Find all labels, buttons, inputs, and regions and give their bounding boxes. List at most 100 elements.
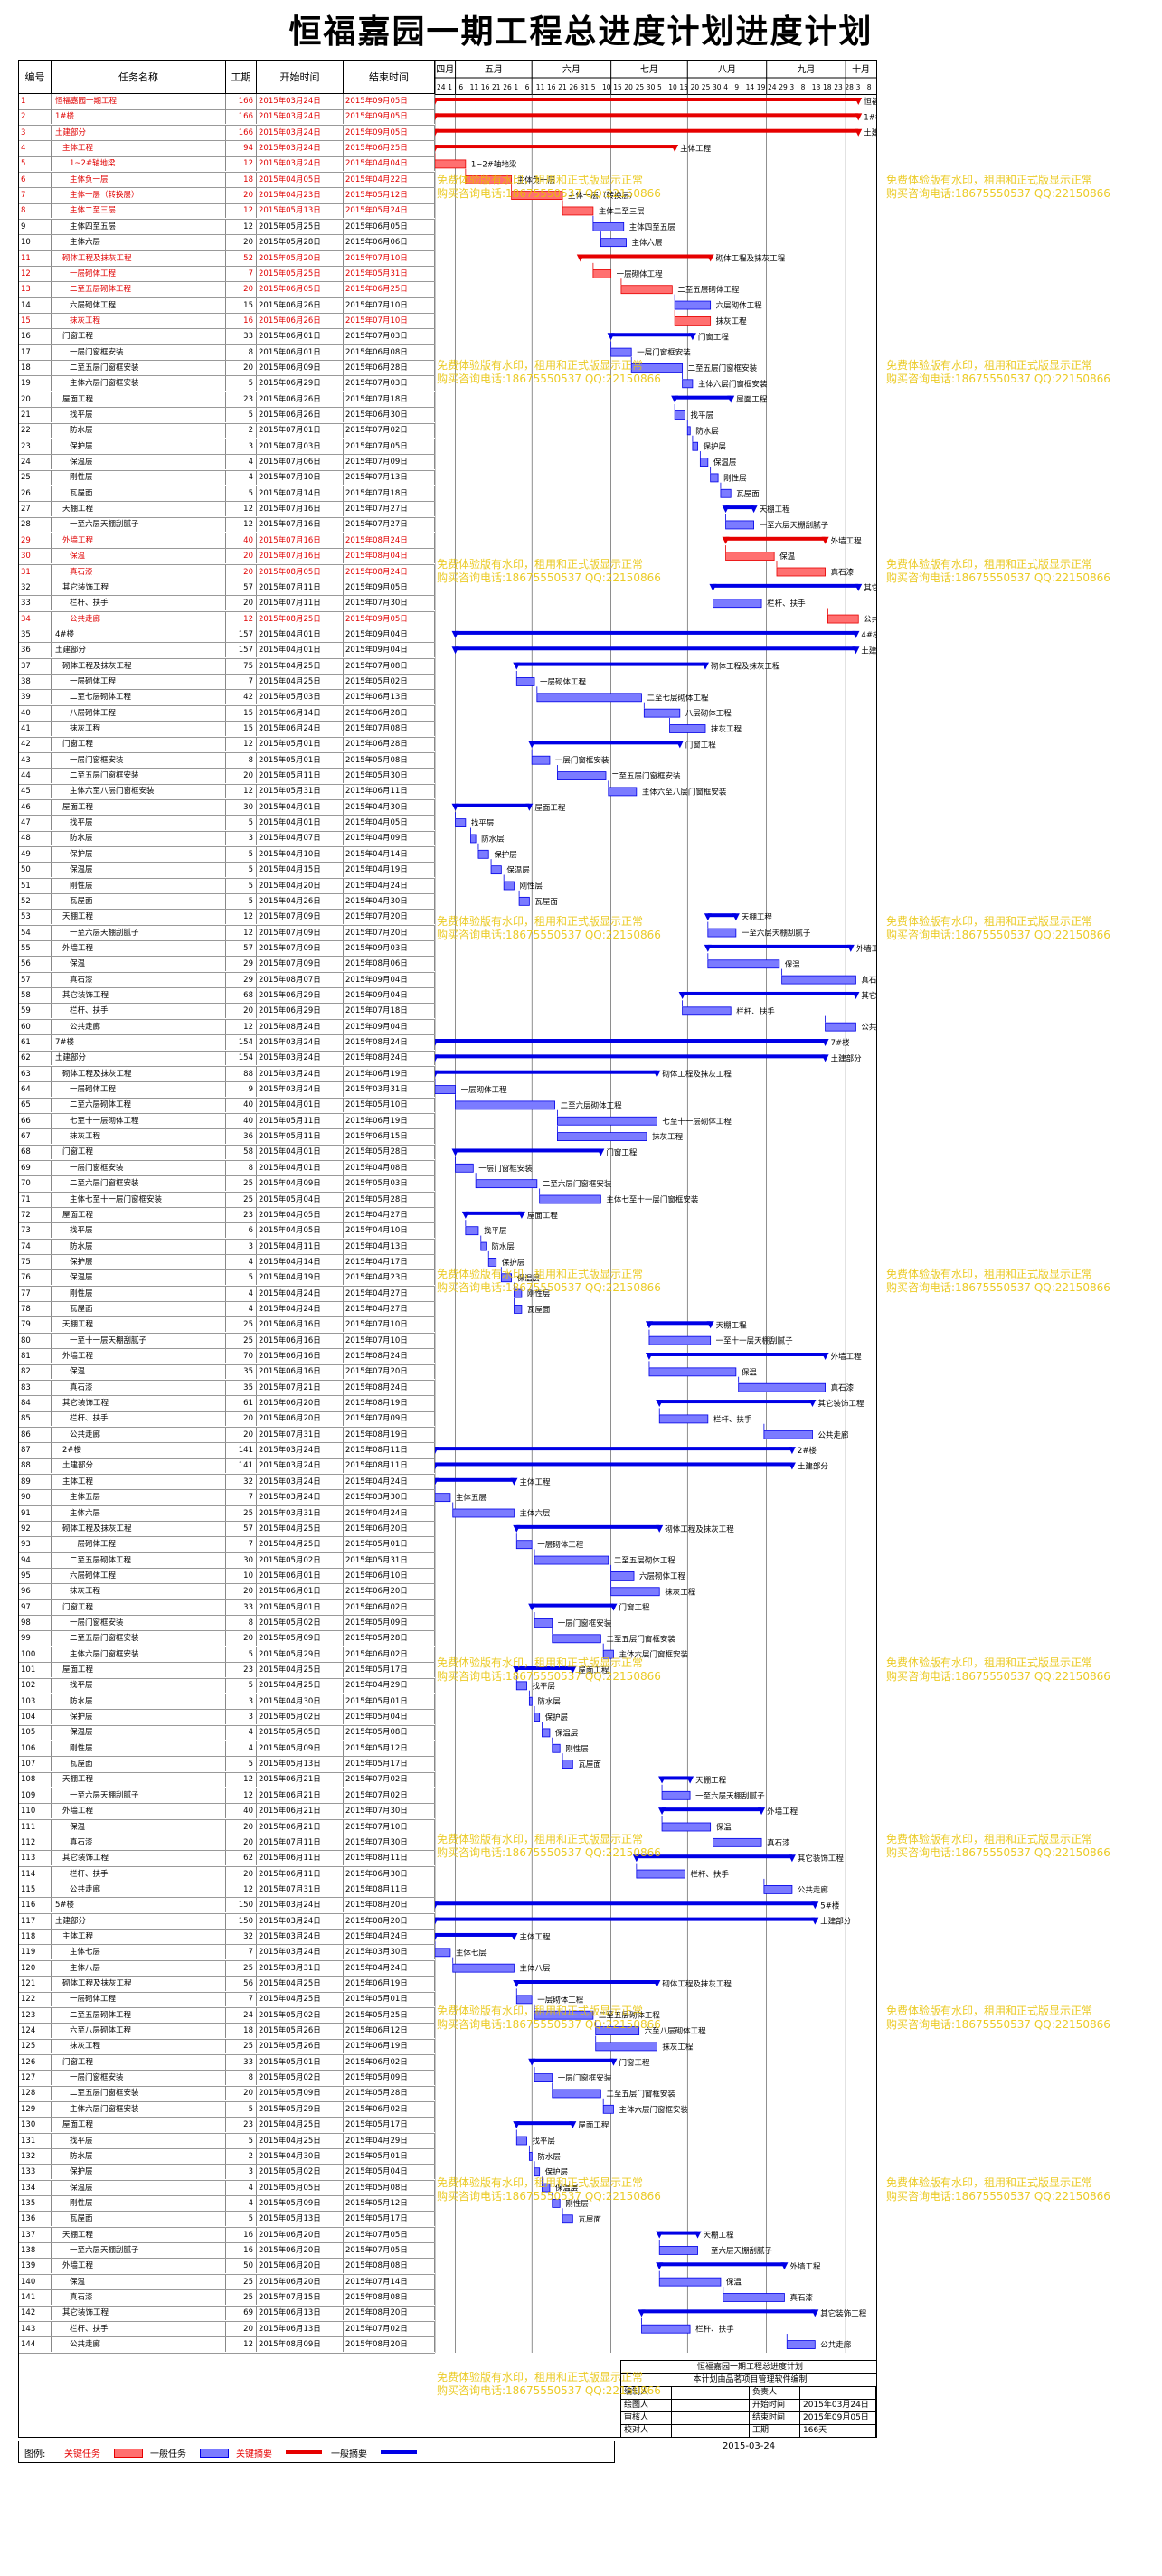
bar-label: 屋面工程 bbox=[534, 804, 566, 813]
bar-label: 保温层 bbox=[713, 458, 737, 467]
cell-end: 2015年05月08日 bbox=[344, 752, 435, 768]
cell-end: 2015年07月14日 bbox=[344, 2274, 435, 2289]
summary-cap bbox=[704, 913, 712, 921]
cell-start: 2015年05月11日 bbox=[257, 1113, 344, 1128]
summary-bar bbox=[648, 1321, 711, 1326]
cell-start: 2015年06月01日 bbox=[257, 1568, 344, 1583]
cell-dur: 5 bbox=[226, 2212, 257, 2227]
title-block-cell bbox=[672, 2399, 750, 2411]
cell-id: 81 bbox=[19, 1349, 52, 1363]
task-bar bbox=[542, 1728, 551, 1738]
bar-label: 栏杆、扶手 bbox=[767, 599, 806, 609]
cell-id: 65 bbox=[19, 1098, 52, 1113]
col-header-name: 任务名称 bbox=[52, 61, 226, 94]
cell-dur: 25 bbox=[226, 1333, 257, 1348]
summary-bar bbox=[455, 630, 856, 635]
cell-id: 3 bbox=[19, 125, 52, 140]
legend: 图例: 关键任务 一般任务 关键摘要 一般摘要 bbox=[18, 2441, 615, 2463]
bar-label: 5#楼 bbox=[820, 1901, 840, 1911]
cell-start: 2015年08月09日 bbox=[257, 2337, 344, 2353]
cell-dur: 3 bbox=[226, 439, 257, 454]
task-bar bbox=[713, 1837, 762, 1847]
task-bar bbox=[674, 410, 685, 420]
cell-id: 94 bbox=[19, 1552, 52, 1568]
cell-name: 门窗工程 bbox=[52, 329, 226, 344]
cell-name: 其它装饰工程 bbox=[52, 1396, 226, 1411]
cell-id: 129 bbox=[19, 2101, 52, 2117]
bar-label: 二至五层门窗框安装 bbox=[611, 771, 681, 781]
cell-dur: 157 bbox=[226, 643, 257, 658]
cell-id: 96 bbox=[19, 1584, 52, 1599]
cell-id: 125 bbox=[19, 2039, 52, 2054]
cell-id: 91 bbox=[19, 1505, 52, 1521]
cell-start: 2015年03月24日 bbox=[257, 1443, 344, 1458]
task-bar bbox=[608, 787, 638, 797]
cell-start: 2015年07月16日 bbox=[257, 502, 344, 517]
cell-name: 主体六层门窗框安装 bbox=[52, 2101, 226, 2117]
cell-end: 2015年07月10日 bbox=[344, 250, 435, 266]
summary-cap bbox=[513, 662, 521, 670]
day-tick-label: 3 bbox=[856, 83, 861, 91]
cell-id: 64 bbox=[19, 1082, 52, 1098]
cell-end: 2015年07月05日 bbox=[344, 2242, 435, 2258]
summary-cap bbox=[513, 1524, 521, 1533]
cell-name: 二至六层门窗框安装 bbox=[52, 1176, 226, 1192]
summary-bar bbox=[435, 1039, 826, 1043]
summary-bar bbox=[435, 98, 859, 101]
cell-start: 2015年04月25日 bbox=[257, 1521, 344, 1536]
bar-label: 一层砌体工程 bbox=[537, 1540, 584, 1550]
bar-label: 门窗工程 bbox=[606, 1147, 638, 1157]
cell-id: 121 bbox=[19, 1977, 52, 1991]
legend-normal-swatch bbox=[200, 2449, 229, 2458]
task-bar bbox=[641, 2324, 691, 2334]
summary-cap bbox=[732, 913, 740, 921]
cell-start: 2015年04月23日 bbox=[257, 188, 344, 203]
task-bar bbox=[692, 441, 698, 451]
summary-bar bbox=[659, 1400, 813, 1404]
task-bar bbox=[643, 708, 681, 718]
cell-end: 2015年09月04日 bbox=[344, 627, 435, 642]
cell-end: 2015年05月17日 bbox=[344, 1663, 435, 1677]
cell-end: 2015年07月10日 bbox=[344, 1819, 435, 1835]
cell-name: 土建部分 bbox=[52, 643, 226, 658]
cell-name: 外墙工程 bbox=[52, 533, 226, 548]
cell-end: 2015年08月20日 bbox=[344, 2306, 435, 2321]
cell-dur: 68 bbox=[226, 987, 257, 1003]
summary-bar bbox=[435, 1901, 816, 1906]
cell-id: 109 bbox=[19, 1788, 52, 1803]
cell-id: 23 bbox=[19, 439, 52, 454]
cell-dur: 150 bbox=[226, 1898, 257, 1913]
cell-name: 一层门窗框安装 bbox=[52, 1615, 226, 1630]
cell-start: 2015年04月19日 bbox=[257, 1270, 344, 1286]
task-bar bbox=[562, 206, 594, 216]
cell-end: 2015年07月10日 bbox=[344, 1333, 435, 1348]
cell-id: 143 bbox=[19, 2321, 52, 2336]
summary-bar bbox=[516, 1524, 660, 1529]
summary-bar bbox=[435, 1054, 826, 1059]
cell-end: 2015年08月24日 bbox=[344, 1051, 435, 1066]
cell-name: 屋面工程 bbox=[52, 1663, 226, 1677]
cell-name: 土建部分 bbox=[52, 1051, 226, 1066]
cell-end: 2015年05月17日 bbox=[344, 2118, 435, 2133]
cell-start: 2015年05月01日 bbox=[257, 752, 344, 768]
cell-id: 62 bbox=[19, 1051, 52, 1066]
summary-cap bbox=[678, 991, 686, 999]
cell-id: 104 bbox=[19, 1710, 52, 1725]
bar-label: 防水层 bbox=[481, 834, 505, 844]
cell-id: 76 bbox=[19, 1270, 52, 1286]
cell-dur: 2 bbox=[226, 2148, 257, 2164]
cell-end: 2015年09月04日 bbox=[344, 972, 435, 987]
cell-start: 2015年06月01日 bbox=[257, 329, 344, 344]
summary-bar bbox=[435, 1932, 515, 1937]
